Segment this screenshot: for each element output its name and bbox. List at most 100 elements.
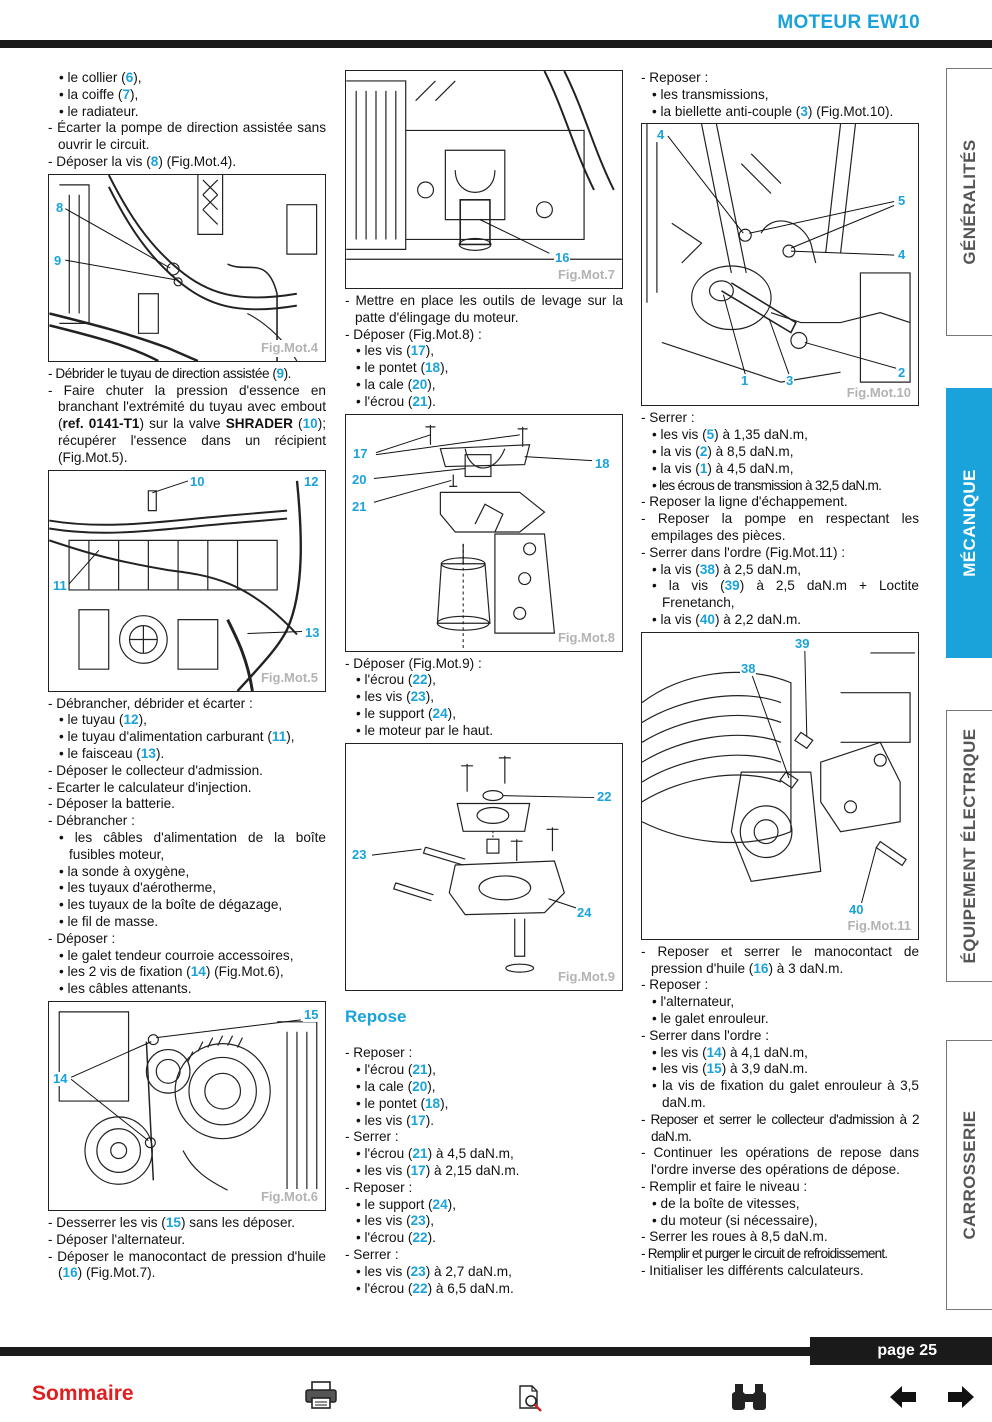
list-item: • les 2 vis de fixation (14) (Fig.Mot.6)… — [59, 964, 284, 980]
list-item: • la coiffe (7), — [59, 86, 139, 102]
list-item: - Serrer : — [345, 1129, 399, 1145]
list-item: - Déposer la vis (8) (Fig.Mot.4). — [48, 153, 237, 169]
tab-equipement-electrique[interactable]: ÉQUIPEMENT ÉLECTRIQUE — [946, 710, 992, 982]
list-item: - Serrer dans l'ordre (Fig.Mot.11) : — [641, 544, 846, 560]
arrow-left-icon[interactable] — [888, 1384, 918, 1415]
list-item: - Continuer les opérations de repose dan… — [641, 1145, 919, 1178]
list-item: • les vis (17) à 2,15 daN.m. — [356, 1162, 520, 1178]
arrow-right-icon[interactable] — [946, 1384, 976, 1415]
list-item: - Serrer dans l'ordre : — [641, 1027, 770, 1043]
figure-mot-8: 17 18 20 21 Fig.Mot.8 — [345, 413, 623, 652]
callout-label: 18 — [594, 455, 611, 471]
list-item: • la vis (39) à 2,5 daN.m + Loctite Fren… — [652, 578, 919, 611]
engine-drawing-fig10 — [646, 124, 911, 384]
list-item: • l'alternateur, — [652, 994, 735, 1010]
list-item: • le tuyau d'alimentation carburant (11)… — [59, 729, 295, 745]
list-item: • la vis (40) à 2,2 daN.m. — [652, 611, 802, 627]
callout-label: 39 — [794, 635, 811, 651]
list-item: • le fil de masse. — [59, 913, 159, 929]
tab-label: CARROSSERIE — [959, 1110, 979, 1240]
callout-label: 22 — [596, 788, 613, 804]
figure-mot-5: 10 12 11 13 Fig.Mot.5 — [48, 469, 326, 692]
section-title-repose: Repose — [345, 1006, 407, 1026]
list-item: - Mettre en place les outils de levage s… — [345, 293, 623, 325]
sommaire-link[interactable]: Sommaire — [32, 1382, 134, 1405]
engine-drawing-fig6 — [58, 1011, 318, 1201]
column-3: - Reposer : • les transmissions, • la bi… — [641, 70, 920, 1280]
figure-caption: Fig.Mot.4 — [258, 339, 320, 357]
callout-label: 3 — [785, 373, 795, 389]
callout-label: 24 — [576, 904, 593, 920]
figure-mot-10: 4 5 4 1 3 2 Fig.Mot.10 — [641, 123, 919, 407]
print-icon[interactable] — [304, 1380, 338, 1415]
callout-label: 17 — [352, 445, 369, 461]
list-item: • les vis (23), — [356, 689, 435, 705]
list-item: • le support (24), — [356, 1196, 456, 1212]
list-item: - Faire chuter la pression d'essence en … — [48, 382, 326, 465]
figure-caption: Fig.Mot.7 — [555, 267, 617, 284]
tab-label: GÉNÉRALITÉS — [959, 139, 979, 265]
list-item: - Débrider le tuyau de direction assisté… — [48, 365, 292, 381]
list-item: • le galet tendeur courroie accessoires, — [59, 947, 294, 963]
tab-label: ÉQUIPEMENT ÉLECTRIQUE — [959, 728, 979, 964]
page-header-title: MOTEUR EW10 — [777, 12, 920, 33]
list-item: • la cale (20), — [356, 376, 436, 392]
list-item: • l'écrou (21), — [356, 1062, 436, 1078]
list-item: • la cale (20), — [356, 1078, 436, 1094]
list-item: - Initialiser les différents calculateur… — [641, 1262, 864, 1278]
list-item: • le pontet (18), — [356, 1095, 449, 1111]
callout-label: 16 — [554, 250, 571, 265]
list-item: • le galet enrouleur. — [652, 1010, 769, 1026]
zoom-page-icon[interactable] — [516, 1384, 546, 1419]
list-item: • le faisceau (13). — [59, 745, 165, 761]
list-item: - Serrer : — [345, 1246, 399, 1262]
list-item: • les transmissions, — [652, 86, 769, 102]
list-item: • la vis de fixation du galet enrouleur … — [652, 1078, 919, 1110]
callout-label: 12 — [303, 473, 320, 489]
binoculars-icon[interactable] — [730, 1382, 768, 1417]
list-item: - Remplir et purger le circuit de refroi… — [641, 1246, 888, 1262]
list-item: - Reposer : — [641, 70, 709, 85]
exploded-support-fig9 — [371, 755, 595, 973]
list-item: • la biellette anti-couple (3) (Fig.Mot.… — [652, 103, 894, 119]
figure-caption: Fig.Mot.8 — [555, 629, 617, 647]
column-1: • le collier (6), • la coiffe (7), • le … — [48, 70, 326, 1282]
list-item: - Reposer : — [345, 1045, 413, 1061]
tab-generalites[interactable]: GÉNÉRALITÉS — [946, 68, 992, 336]
list-item: - Remplir et faire le niveau : — [641, 1178, 808, 1194]
list-item: - Ecarter le calculateur d'injection. — [48, 779, 252, 795]
callout-label: 40 — [848, 901, 865, 917]
engine-drawing-fig5 — [49, 480, 302, 691]
header-rule — [0, 40, 992, 48]
tab-mecanique[interactable]: MÉCANIQUE — [946, 388, 992, 658]
list-item: • la vis (1) à 4,5 daN.m, — [652, 460, 794, 476]
list-item: • les vis (14) à 4,1 daN.m, — [652, 1044, 808, 1060]
list-item: - Reposer la pompe en respectant les emp… — [641, 511, 919, 543]
list-item: • les vis (17), — [356, 343, 435, 359]
list-item: • le tuyau (12), — [59, 712, 147, 728]
list-item: • les tuyaux de la boîte de dégazage, — [59, 897, 283, 913]
callout-label: 2 — [897, 365, 907, 381]
list-item: • l'écrou (22) à 6,5 daN.m. — [356, 1280, 514, 1296]
callout-label: 11 — [52, 577, 68, 593]
list-item: - Déposer la batterie. — [48, 796, 175, 812]
list-item: • le support (24), — [356, 705, 456, 721]
figure-mot-7: 16 Fig.Mot.7 — [345, 70, 623, 289]
list-item: • les tuyaux d'aérotherme, — [59, 880, 216, 896]
list-item: - Serrer les roues à 8,5 daN.m. — [641, 1229, 828, 1245]
list-item: - Desserrer les vis (15) sans les dépose… — [48, 1214, 296, 1230]
list-item: • le moteur par le haut. — [356, 722, 493, 738]
tab-carrosserie[interactable]: CARROSSERIE — [946, 1040, 992, 1310]
tab-label: MÉCANIQUE — [959, 469, 979, 577]
figure-mot-4: 8 9 Fig.Mot.4 — [48, 173, 326, 362]
list-item: • de la boîte de vitesses, — [652, 1195, 800, 1211]
list-item: • du moteur (si nécessaire), — [652, 1212, 818, 1228]
figure-mot-11: 39 38 40 Fig.Mot.11 — [641, 631, 919, 940]
list-item: • les câbles d'alimentation de la boîte … — [59, 829, 326, 862]
list-item: • le pontet (18), — [356, 360, 449, 376]
callout-label: 15 — [303, 1006, 320, 1022]
list-item: - Déposer le collecteur d'admission. — [48, 762, 263, 778]
callout-label: 1 — [740, 373, 750, 389]
list-item: - Reposer la ligne d'échappement. — [641, 494, 848, 510]
list-item: • la vis (38) à 2,5 daN.m, — [652, 561, 802, 577]
